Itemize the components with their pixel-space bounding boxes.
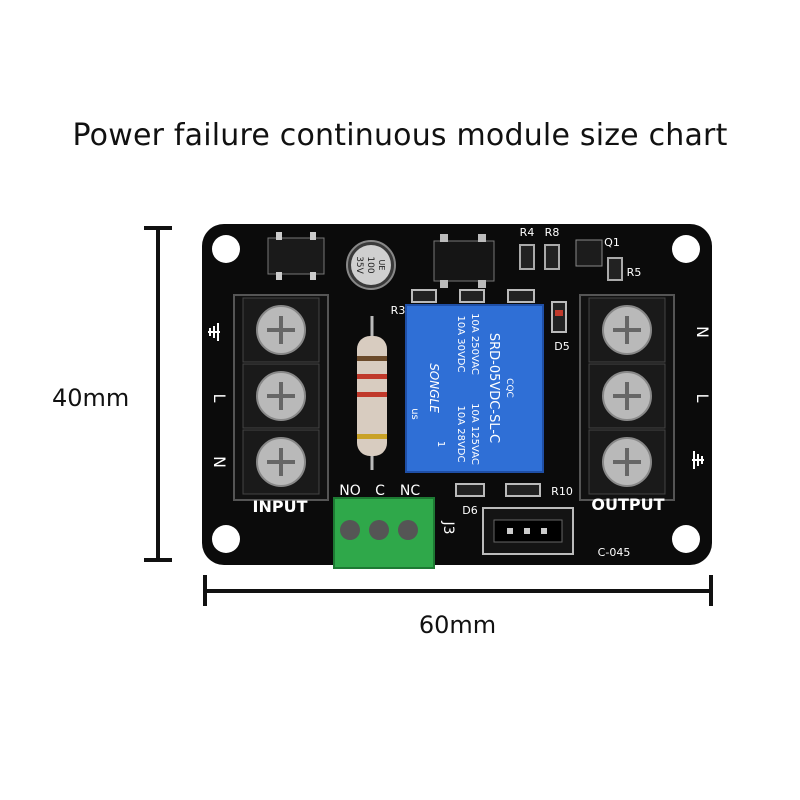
ref-r10: R10: [551, 485, 573, 498]
j3-pin-no: NO: [339, 483, 361, 499]
width-dimension-line: [203, 575, 713, 606]
pin-header-connector: [482, 507, 574, 555]
ref-d6: D6: [462, 504, 477, 517]
relay-rating-2: 10A 125VAC: [469, 403, 480, 465]
diode-d5: [551, 301, 567, 333]
smd-resistors-top: [519, 244, 623, 281]
width-dimension-label: 60mm: [418, 611, 497, 639]
input-label: INPUT: [253, 497, 308, 516]
capacitor: 100 35V UE: [346, 240, 396, 290]
ref-r5: R5: [627, 266, 642, 279]
input-screw-terminal: [233, 294, 329, 501]
output-screw-1: [588, 297, 666, 363]
j3-terminal-block: [333, 497, 435, 569]
height-dimension-line: [144, 226, 172, 562]
relay-rating-3: 10A 30VDC: [455, 316, 466, 373]
output-screw-3: [588, 429, 666, 495]
height-dimension-label: 40mm: [52, 384, 130, 412]
optocoupler: [433, 234, 495, 288]
ref-q1: Q1: [604, 236, 620, 249]
input-screw-3: [242, 429, 320, 495]
output-screw-terminal: [579, 294, 675, 501]
ref-d5: D5: [554, 340, 569, 353]
input-screw-1: [242, 297, 320, 363]
capacitor-brand: UE: [377, 260, 386, 271]
ref-r4: R4: [520, 226, 535, 239]
input-screw-2: [242, 363, 320, 429]
j3-pin-nc: NC: [400, 483, 420, 499]
input-terminal-l: L: [210, 394, 229, 403]
board-code: C-045: [598, 546, 631, 559]
relay-ul-mark: us: [409, 408, 420, 420]
smd-parts-mid: [411, 289, 535, 303]
relay-pin-number: 1: [435, 441, 446, 447]
relay-model: SRD-05VDC-SL-C: [486, 333, 501, 443]
relay-brand: SONGLE: [427, 363, 441, 413]
bridge-rectifier: [267, 232, 325, 280]
output-terminal-n: N: [693, 326, 712, 338]
relay-rating-1: 10A 250VAC: [469, 313, 480, 375]
power-resistor: [357, 316, 387, 470]
capacitor-voltage: 35V: [354, 256, 364, 274]
ground-symbol-output-icon: [692, 451, 704, 469]
j3-pin-c: C: [375, 483, 385, 499]
page-title: Power failure continuous module size cha…: [72, 118, 728, 153]
led-d6: [455, 483, 541, 497]
mounting-holes: [212, 235, 700, 553]
capacitor-value: 100: [365, 256, 375, 273]
relay-rating-4: 10A 28VDC: [455, 406, 466, 463]
j3-label: J3: [440, 520, 456, 534]
ref-r3: R3: [391, 304, 406, 317]
output-terminal-l: L: [693, 394, 712, 403]
ref-r8: R8: [545, 226, 560, 239]
relay: SRD-05VDC-SL-C 10A 250VAC 10A 125VAC 10A…: [405, 304, 544, 473]
relay-cqc-mark: CQC: [504, 378, 514, 398]
output-label: OUTPUT: [591, 495, 664, 514]
input-terminal-n: N: [210, 456, 229, 468]
ground-symbol-input-icon: [208, 323, 220, 341]
transistor-q1: [575, 239, 603, 267]
output-screw-2: [588, 363, 666, 429]
